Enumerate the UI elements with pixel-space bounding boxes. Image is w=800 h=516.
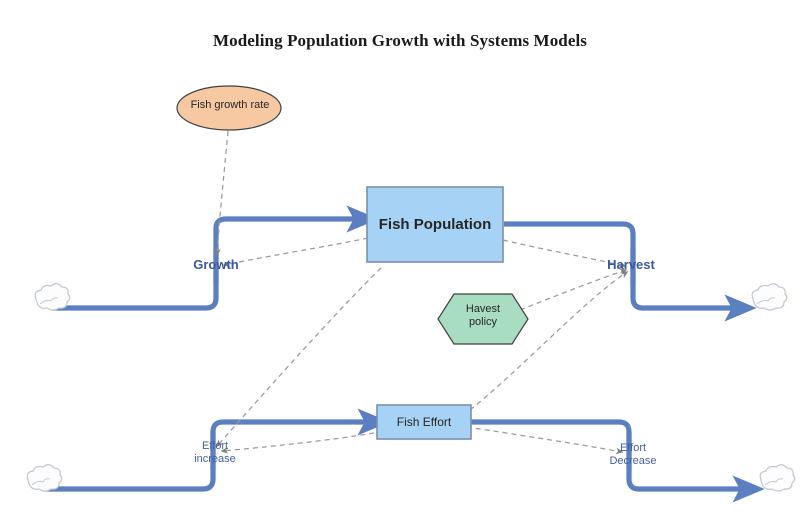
source-cloud-effort-increase [26,464,63,492]
flow-label-effort-increase: Effort increase [194,440,236,466]
link-effort-to-effort-increase [220,432,375,454]
clouds [26,283,796,492]
sink-cloud-effort-decrease [759,464,796,492]
link-policy-to-harvest [519,268,628,311]
link-population-to-effort-increase [216,267,382,448]
flow-label-growth: Growth [193,257,239,272]
node-label-fish-growth-rate: Fish growth rate [190,99,270,111]
influence-links [214,130,629,455]
node-label-fish-population: Fish Population [378,216,492,233]
node-harvest-policy[interactable] [437,293,529,345]
link-population-to-growth [222,237,369,268]
link-effort-to-harvest [469,271,629,411]
source-cloud-growth [34,283,71,311]
link-population-to-harvest [502,239,627,268]
node-fish-growth-rate[interactable] [176,85,282,131]
page-title: Modeling Population Growth with Systems … [212,31,588,50]
node-label-harvest-policy: Havest policy [465,303,501,328]
link-growth-rate-to-growth [214,130,229,257]
flow-label-effort-decrease: Effort Decrease [609,442,657,468]
link-effort-to-effort-decrease [466,426,624,455]
sink-cloud-harvest [751,283,788,311]
node-label-fish-effort: Fish Effort [396,415,452,429]
flow-label-harvest: Harvest [607,257,655,272]
node-fish-effort[interactable] [376,404,472,440]
node-fish-population[interactable] [366,186,504,263]
